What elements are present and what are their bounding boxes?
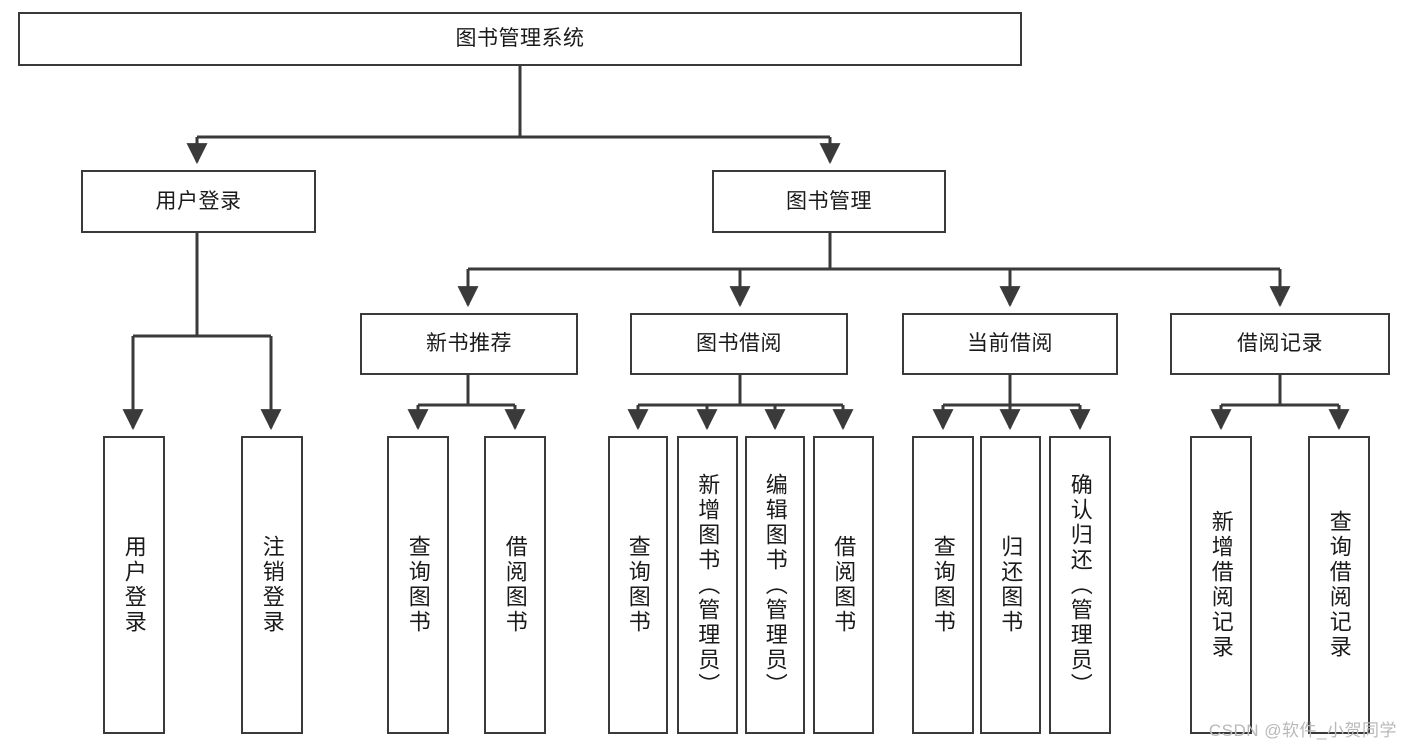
leaf-node[interactable]: 查询借阅记录: [1308, 436, 1370, 734]
node-root-label: 图书管理系统: [455, 27, 585, 51]
node-user-login-label: 用户登录: [155, 189, 242, 213]
node-book-management-label: 图书管理: [786, 189, 872, 213]
node-root[interactable]: 图书管理系统: [18, 12, 1022, 66]
leaf-node[interactable]: 确认归还（管理员）: [1049, 436, 1111, 734]
leaf-node-label: 编辑图书（管理员）: [762, 472, 788, 698]
leaf-node[interactable]: 查询图书: [608, 436, 668, 734]
node-new-book-recommend-label: 新书推荐: [426, 332, 512, 356]
leaf-node-label: 注销登录: [259, 535, 285, 635]
leaf-node-label: 用户登录: [121, 535, 147, 635]
leaf-node-label: 查询借阅记录: [1326, 510, 1352, 660]
leaf-node[interactable]: 编辑图书（管理员）: [745, 436, 805, 734]
leaf-node-label: 查询图书: [930, 535, 956, 635]
leaf-node[interactable]: 注销登录: [241, 436, 303, 734]
node-user-login[interactable]: 用户登录: [81, 170, 316, 233]
leaf-node-label: 查询图书: [405, 535, 431, 635]
node-current-borrow[interactable]: 当前借阅: [902, 313, 1118, 375]
leaf-node[interactable]: 借阅图书: [813, 436, 874, 734]
node-book-borrow[interactable]: 图书借阅: [630, 313, 848, 375]
leaf-node-label: 查询图书: [625, 535, 651, 635]
leaf-node[interactable]: 新增借阅记录: [1190, 436, 1252, 734]
leaf-node-label: 确认归还（管理员）: [1067, 472, 1093, 698]
node-current-borrow-label: 当前借阅: [967, 332, 1053, 356]
leaf-node-label: 新增借阅记录: [1208, 510, 1234, 660]
node-borrow-records-label: 借阅记录: [1237, 332, 1323, 356]
leaf-node-label: 借阅图书: [831, 535, 857, 635]
watermark: CSDN @软件_小贺同学: [1208, 721, 1397, 740]
leaf-node[interactable]: 查询图书: [912, 436, 974, 734]
leaf-node[interactable]: 借阅图书: [484, 436, 546, 734]
leaf-node-label: 归还图书: [998, 535, 1024, 635]
node-borrow-records[interactable]: 借阅记录: [1170, 313, 1390, 375]
node-book-borrow-label: 图书借阅: [696, 332, 782, 356]
node-new-book-recommend[interactable]: 新书推荐: [360, 313, 578, 375]
leaf-node[interactable]: 用户登录: [103, 436, 165, 734]
leaf-node[interactable]: 新增图书（管理员）: [677, 436, 738, 734]
leaf-node[interactable]: 归还图书: [980, 436, 1041, 734]
leaf-node-label: 借阅图书: [502, 535, 528, 635]
leaf-node-label: 新增图书（管理员）: [695, 472, 721, 698]
leaf-node[interactable]: 查询图书: [387, 436, 449, 734]
node-book-management[interactable]: 图书管理: [712, 170, 946, 233]
